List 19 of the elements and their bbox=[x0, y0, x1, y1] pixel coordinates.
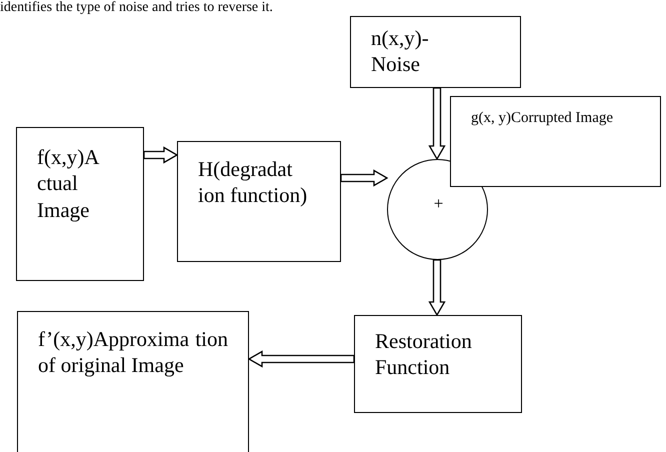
process-box bbox=[17, 311, 249, 452]
node-label: f(x,y)A ctual Image bbox=[37, 144, 100, 223]
node-label: g(x, y)Corrupted Image bbox=[471, 109, 614, 128]
arrow bbox=[248, 350, 355, 368]
process-box bbox=[354, 315, 522, 413]
node-label: n(x,y)- Noise bbox=[371, 25, 430, 78]
node-label: Restoration Function bbox=[375, 328, 473, 380]
process-box bbox=[450, 96, 661, 187]
operator-symbol: + bbox=[432, 193, 444, 214]
body-text: identifies the type of noise and tries to reverse it. bbox=[0, 0, 273, 16]
process-box bbox=[16, 127, 144, 281]
arrow bbox=[428, 259, 446, 316]
arrow bbox=[143, 146, 178, 164]
node-label: H(degradat ion function) bbox=[198, 156, 308, 208]
process-box bbox=[177, 141, 341, 262]
arrow bbox=[340, 169, 388, 187]
node-label: f’(x,y)Approxima tion of original Image bbox=[38, 326, 228, 378]
arrow bbox=[428, 87, 446, 160]
process-box bbox=[350, 16, 521, 88]
